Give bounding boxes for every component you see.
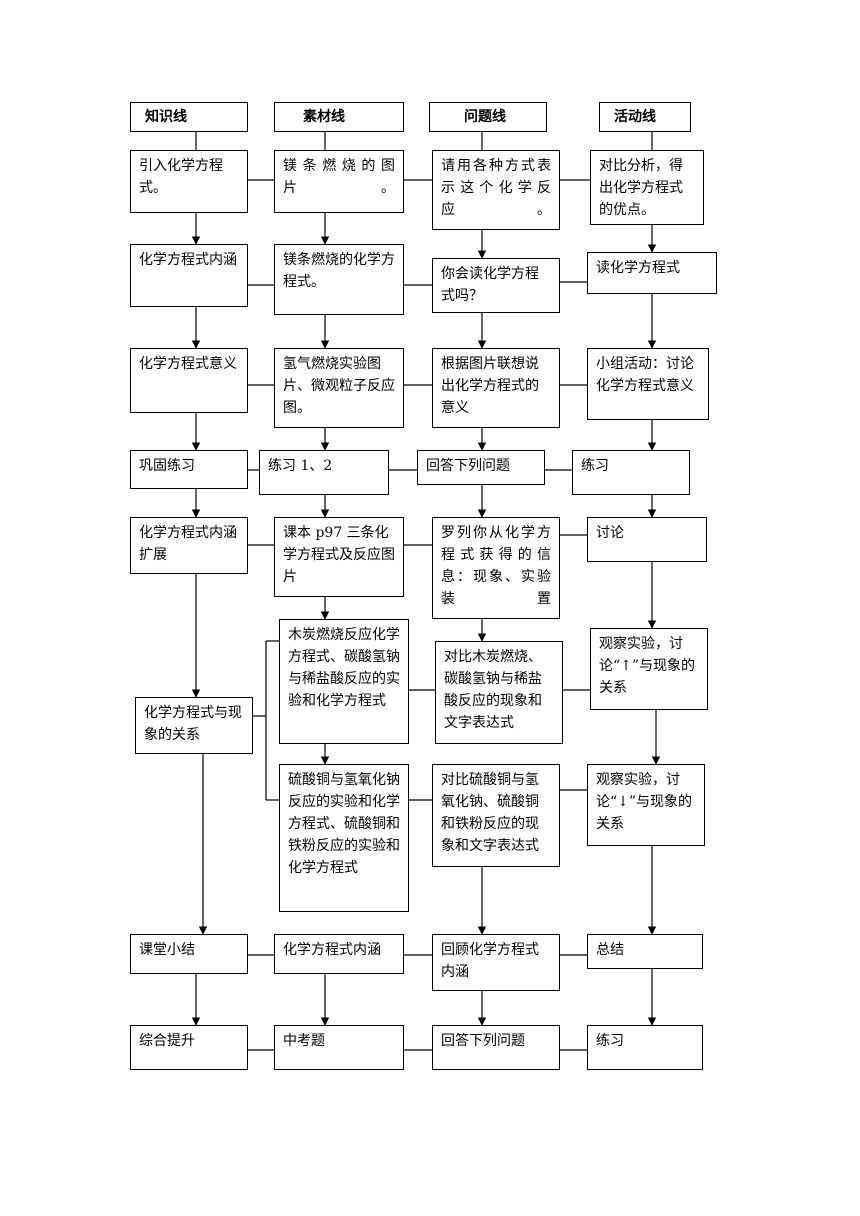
material-box-exercise: 练习 1、2 [259,450,389,495]
question-box-answer: 回答下列问题 [417,450,545,485]
activity-box-summary: 总结 [587,934,703,969]
activity-box-discuss: 讨论 [587,517,707,562]
knowledge-box-practice: 巩固练习 [130,450,248,489]
material-box-mg-picture: 镁 条 燃 烧 的 图 片。 [274,150,404,213]
question-box-read: 你会读化学方程式吗？ [432,258,560,313]
question-box-compare-cuso4: 对比硫酸铜与氢氧化钠、硫酸铜和铁粉反应的现象和文字表达式 [432,764,560,867]
knowledge-box-extension: 化学方程式内涵扩展 [130,517,248,574]
activity-box-observe-down: 观察实验，讨论“↓”与现象的关系 [587,764,705,846]
activity-box-compare: 对比分析，得出化学方程式的优点。 [590,150,704,225]
activity-box-observe-up: 观察实验，讨论“↑”与现象的关系 [590,628,708,710]
header-question-line: 问题线 [429,102,547,132]
question-box-review: 回顾化学方程式内涵 [432,934,560,991]
material-box-mg-equation: 镁条燃烧的化学方程式。 [274,244,404,315]
activity-box-read: 读化学方程式 [587,252,717,294]
question-box-compare-charcoal: 对比木炭燃烧、碳酸氢钠与稀盐酸反应的现象和文字表达式 [435,641,563,744]
material-box-textbook: 课本 p97 三条化学方程式及反应图片 [274,517,404,597]
knowledge-box-intro: 引入化学方程式。 [130,150,248,213]
activity-box-group: 小组活动：讨论化学方程式意义 [587,348,709,420]
activity-box-practice: 练习 [572,450,690,495]
activity-box-practice-2: 练习 [587,1025,703,1070]
knowledge-box-improvement: 综合提升 [130,1025,248,1070]
question-box-represent: 请用各种方式表示 这 个 化 学 反应。 [432,150,560,230]
material-box-charcoal-nahco3: 木炭燃烧反应化学方程式、碳酸氢钠与稀盐酸反应的实验和化学方程式 [279,619,409,744]
material-box-exam: 中考题 [274,1025,404,1070]
header-material-line: 素材线 [274,102,404,132]
question-box-answer-2: 回答下列问题 [432,1025,560,1070]
material-box-connotation: 化学方程式内涵 [274,934,404,974]
question-box-associate: 根据图片联想说出化学方程式的意义 [432,348,560,428]
knowledge-box-connotation: 化学方程式内涵 [130,244,248,307]
material-box-h2-pictures: 氢气燃烧实验图片、微观粒子反应图。 [274,348,404,428]
question-box-list-info: 罗列你从化学方程 式 获 得 的 信息：现象、实验装置 [432,517,560,619]
knowledge-box-phenomena: 化学方程式与现象的关系 [135,697,253,754]
knowledge-box-summary: 课堂小结 [130,934,248,974]
header-activity-line: 活动线 [599,102,691,132]
header-knowledge-line: 知识线 [130,102,248,132]
material-box-cuso4: 硫酸铜与氢氧化钠反应的实验和化学方程式、硫酸铜和铁粉反应的实验和化学方程式 [279,764,409,912]
knowledge-box-meaning: 化学方程式意义 [130,348,248,413]
